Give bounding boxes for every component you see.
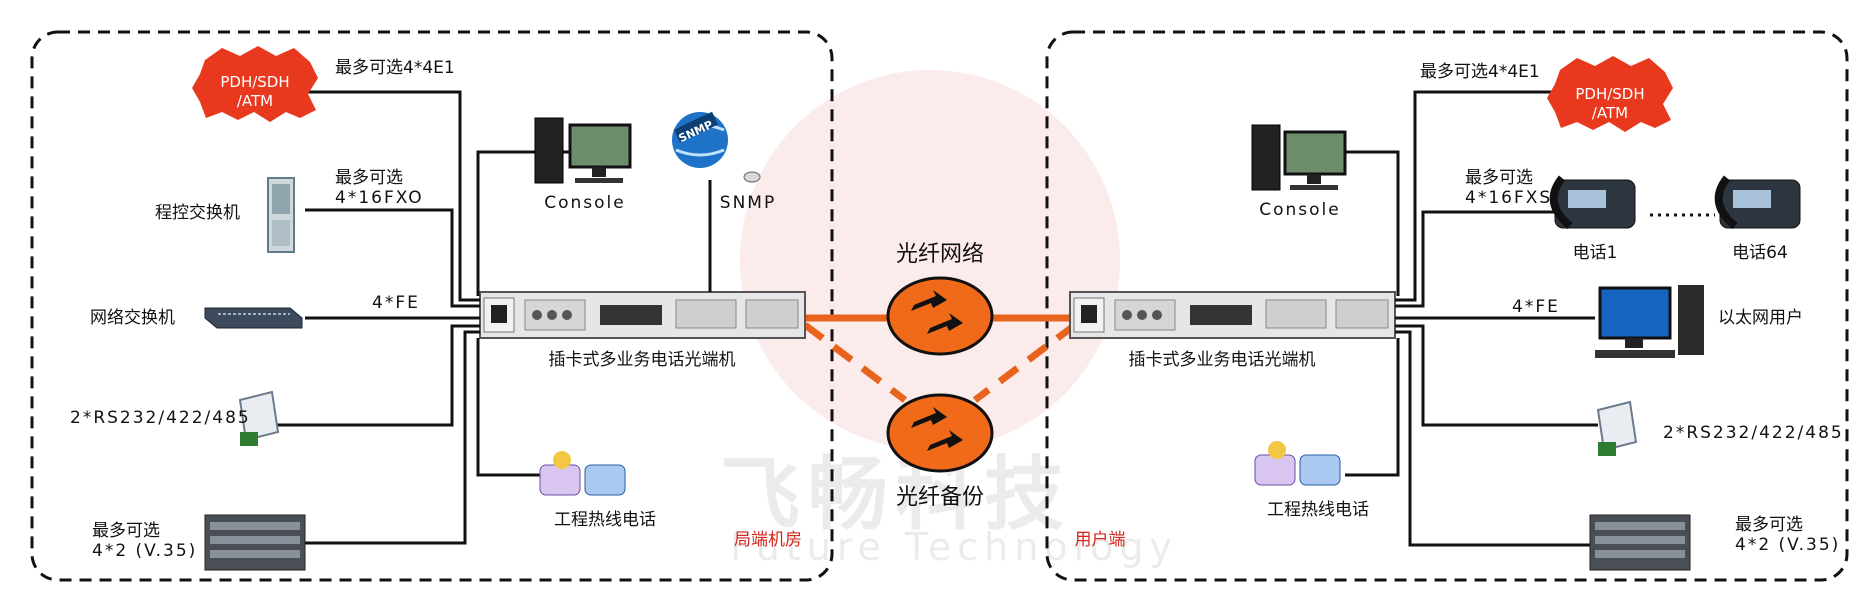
left-e1-label: 最多可选4*4E1 xyxy=(335,58,455,78)
right-serial-converter xyxy=(1596,400,1638,456)
right-v35-line1: 最多可选 xyxy=(1735,515,1803,535)
right-fxs-line2: 4*16FXS xyxy=(1465,188,1553,208)
left-rs-label: 2*RS232/422/485 xyxy=(70,408,251,428)
right-phone-64 xyxy=(1714,175,1801,230)
watermark-logo-circle xyxy=(740,70,1120,450)
right-console-pc xyxy=(1251,124,1347,191)
left-v35-line1: 最多可选 xyxy=(92,521,160,541)
right-pdh-badge xyxy=(1547,56,1673,132)
fiber-backup-bubble xyxy=(886,393,994,473)
right-zone-label: 用户端 xyxy=(1074,530,1126,550)
fiber-network-bubble xyxy=(886,276,994,356)
left-snmp-label: SNMP xyxy=(719,193,777,213)
left-zone-border xyxy=(30,30,834,582)
right-console-label: Console xyxy=(1259,200,1341,220)
fiber-backup-left xyxy=(802,322,908,403)
left-hotline-phone xyxy=(539,451,626,496)
right-hotline-label: 工程热线电话 xyxy=(1267,500,1369,520)
left-fxo-line1: 最多可选 xyxy=(335,168,403,188)
left-serial-converter xyxy=(238,390,280,446)
right-phone1-label: 电话1 xyxy=(1572,243,1618,263)
left-v35-line2: 4*2 (V.35) xyxy=(92,541,198,561)
fiber-backup-label: 光纤备份 xyxy=(895,485,985,510)
right-ethernet-pc xyxy=(1595,285,1704,358)
fiber-backup-right xyxy=(972,322,1078,403)
left-pdh-line2: /ATM xyxy=(236,92,274,110)
right-rs-label: 2*RS232/422/485 xyxy=(1663,423,1844,443)
right-device-label: 插卡式多业务电话光端机 xyxy=(1128,350,1316,370)
right-fxs-line1: 最多可选 xyxy=(1465,168,1533,188)
left-network-switch xyxy=(204,307,303,329)
right-phone-1 xyxy=(1549,175,1636,230)
right-phone64-label: 电话64 xyxy=(1732,243,1788,263)
right-e1-label: 最多可选4*4E1 xyxy=(1420,62,1540,82)
right-zone-border xyxy=(1045,30,1849,582)
left-pbx-label: 程控交换机 xyxy=(155,203,240,223)
fiber-network-label: 光纤网络 xyxy=(895,242,985,267)
right-fe-label: 4*FE xyxy=(1512,297,1560,317)
right-ethernet-label: 以太网用户 xyxy=(1718,308,1803,328)
left-console-pc xyxy=(534,117,632,184)
left-connection-lines xyxy=(260,90,712,545)
right-hotline-phone xyxy=(1254,441,1341,486)
left-fe-label: 4*FE xyxy=(372,293,420,313)
right-pdh-line2: /ATM xyxy=(1591,104,1629,122)
watermark-cn: 飞畅科技 xyxy=(720,448,1072,541)
left-pdh-line1: PDH/SDH xyxy=(220,73,290,91)
watermark-en: Future Technology xyxy=(730,525,1178,569)
left-device-label: 插卡式多业务电话光端机 xyxy=(548,350,736,370)
right-v35-line2: 4*2 (V.35) xyxy=(1735,535,1841,555)
left-fxo-line2: 4*16FXO xyxy=(335,188,424,208)
left-zone-label: 局端机房 xyxy=(734,530,802,550)
left-v35-chassis xyxy=(204,514,306,571)
left-console-label: Console xyxy=(544,193,626,213)
right-pdh-line1: PDH/SDH xyxy=(1575,85,1645,103)
right-rack-device xyxy=(1069,291,1396,339)
left-hotline-label: 工程热线电话 xyxy=(554,510,656,530)
left-pdh-badge xyxy=(192,46,318,122)
right-connection-lines xyxy=(1335,90,1598,547)
left-pbx-cabinet xyxy=(267,177,295,253)
left-switch-label: 网络交换机 xyxy=(90,308,175,328)
left-snmp-globe xyxy=(672,111,761,183)
left-rack-device xyxy=(479,291,806,339)
right-v35-chassis xyxy=(1589,514,1691,571)
